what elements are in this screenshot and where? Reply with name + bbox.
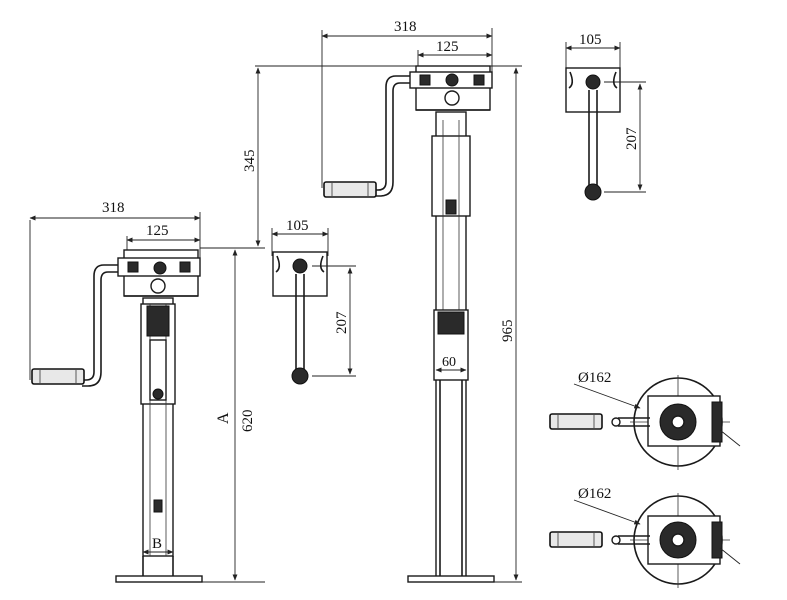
right-tube-label: 60 xyxy=(442,355,456,370)
top-view-1: Ø162 xyxy=(549,370,741,470)
left-base-letter: B xyxy=(152,536,162,552)
right-overall-width-label: 318 xyxy=(394,19,417,35)
left-detail: 105 207 xyxy=(271,218,356,385)
left-height-label: 620 xyxy=(240,410,256,433)
right-detail-width-label: 105 xyxy=(579,32,602,48)
left-overall-width-label: 318 xyxy=(102,200,125,216)
right-head-width-label: 125 xyxy=(436,39,459,55)
left-detail-shaft-label: 207 xyxy=(334,311,350,334)
top-view-1-diameter-label: Ø162 xyxy=(578,370,611,386)
left-height-letter: A xyxy=(215,412,232,424)
right-offset-label: 345 xyxy=(242,150,258,173)
right-height-label: 965 xyxy=(500,320,516,343)
right-detail: 105 207 xyxy=(565,32,646,201)
left-detail-width-label: 105 xyxy=(286,218,309,234)
left-head-width-label: 125 xyxy=(146,223,169,239)
top-view-2-diameter-label: Ø162 xyxy=(578,486,611,502)
right-jack: 318 125 60 345 xyxy=(242,19,522,583)
top-view-2: Ø162 xyxy=(549,486,741,588)
right-detail-shaft-label: 207 xyxy=(624,127,640,150)
left-jack: 318 125 B xyxy=(29,200,265,583)
